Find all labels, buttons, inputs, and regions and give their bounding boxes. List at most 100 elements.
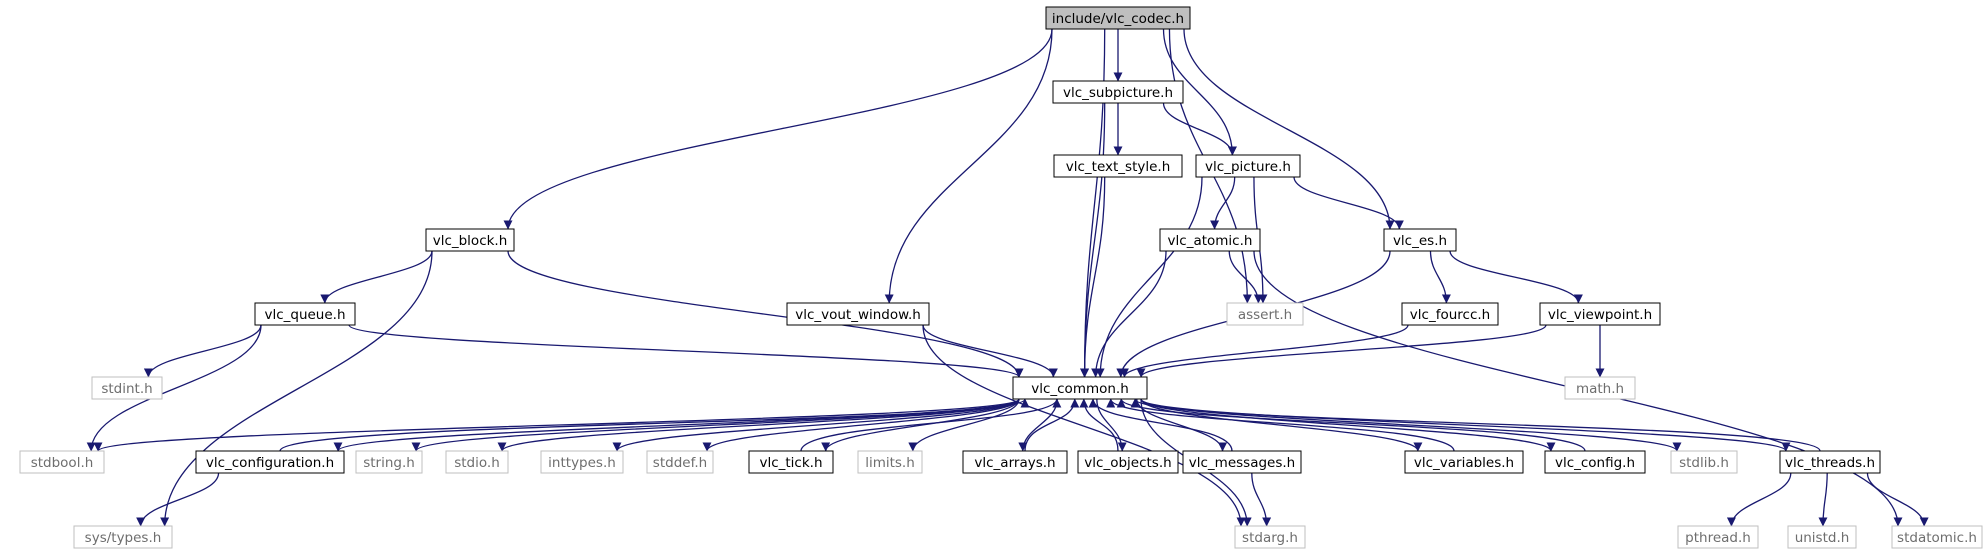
- node-label: stdbool.h: [31, 455, 94, 471]
- node-box: [962, 450, 1068, 474]
- edge-common-to-tick: [821, 398, 1020, 452]
- edge-block-to-queue: [320, 250, 433, 304]
- node-box: [1053, 154, 1183, 178]
- node-math: math.h: [1564, 376, 1636, 400]
- node-stdbool: stdbool.h: [19, 450, 105, 474]
- node-string: string.h: [355, 450, 423, 474]
- edge-common-to-threads: [1140, 398, 1791, 452]
- node-viewpoint[interactable]: vlc_viewpoint.h: [1539, 302, 1661, 326]
- edge-codec-to-picture: [1162, 28, 1237, 156]
- node-label: stddef.h: [653, 455, 707, 471]
- node-es[interactable]: vlc_es.h: [1383, 228, 1457, 252]
- node-inttypes: inttypes.h: [540, 450, 624, 474]
- node-block[interactable]: vlc_block.h: [425, 228, 515, 252]
- node-label: stdarg.h: [1242, 530, 1298, 546]
- node-label: unistd.h: [1795, 530, 1850, 546]
- node-label: limits.h: [865, 455, 915, 471]
- edge-common-to-stdio: [497, 398, 1020, 452]
- node-objects[interactable]: vlc_objects.h: [1077, 450, 1179, 474]
- edge-threads-to-common: [1130, 398, 1821, 452]
- edge-common-to-stdbool: [93, 398, 1020, 452]
- node-label: vlc_picture.h: [1205, 159, 1291, 175]
- node-label: math.h: [1576, 381, 1624, 397]
- node-arrays[interactable]: vlc_arrays.h: [962, 450, 1068, 474]
- edge-picture-to-common: [1095, 176, 1203, 378]
- edge-configuration-to-sys_types: [136, 472, 220, 527]
- node-box: [1677, 525, 1759, 549]
- node-box: [1159, 228, 1261, 252]
- node-label: vlc_text_style.h: [1066, 159, 1171, 175]
- node-codec[interactable]: include/vlc_codec.h: [1045, 6, 1191, 30]
- header-nodes: include/vlc_codec.h vlc_subpicture.h vlc_t…: [19, 6, 1983, 549]
- node-stdint: stdint.h: [91, 376, 163, 400]
- node-stdlib: stdlib.h: [1670, 450, 1738, 474]
- edge-common-to-inttypes: [612, 398, 1020, 452]
- edge-es-to-viewpoint: [1449, 250, 1583, 304]
- node-label: vlc_atomic.h: [1168, 233, 1253, 249]
- node-threads[interactable]: vlc_threads.h: [1779, 450, 1881, 474]
- node-label: vlc_viewpoint.h: [1548, 307, 1652, 323]
- node-messages[interactable]: vlc_messages.h: [1182, 450, 1302, 474]
- node-box: [195, 450, 345, 474]
- edge-tick-to-common: [800, 398, 1062, 452]
- node-box: [1670, 450, 1738, 474]
- node-configuration[interactable]: vlc_configuration.h: [195, 450, 345, 474]
- node-tick[interactable]: vlc_tick.h: [748, 450, 834, 474]
- edge-threads-to-pthread: [1726, 472, 1792, 527]
- node-box: [1779, 450, 1881, 474]
- edge-viewpoint-to-common: [1136, 324, 1547, 378]
- node-label: string.h: [363, 455, 415, 471]
- node-variables[interactable]: vlc_variables.h: [1404, 450, 1524, 474]
- node-unistd: unistd.h: [1787, 525, 1857, 549]
- edge-queue-to-stdint: [143, 324, 262, 378]
- node-label: sys/types.h: [85, 530, 162, 546]
- edge-variables-to-common: [1106, 398, 1455, 452]
- node-box: [1891, 525, 1983, 549]
- node-box: [91, 376, 163, 400]
- node-box: [1045, 6, 1191, 30]
- edge-codec-to-es: [1183, 28, 1395, 230]
- node-label: vlc_messages.h: [1189, 455, 1295, 471]
- node-box: [1052, 80, 1184, 104]
- edge-subpicture-to-common: [1080, 102, 1106, 378]
- node-fourcc[interactable]: vlc_fourcc.h: [1401, 302, 1499, 326]
- node-box: [857, 450, 923, 474]
- node-stdio: stdio.h: [445, 450, 509, 474]
- node-atomic[interactable]: vlc_atomic.h: [1159, 228, 1261, 252]
- node-config[interactable]: vlc_config.h: [1544, 450, 1646, 474]
- node-picture[interactable]: vlc_picture.h: [1195, 154, 1301, 178]
- node-label: vlc_threads.h: [1785, 455, 1875, 471]
- node-box: [1539, 302, 1661, 326]
- edge-queue-to-stdbool: [86, 324, 262, 452]
- edge-codec-to-vout_window: [884, 28, 1053, 304]
- node-common[interactable]: vlc_common.h: [1012, 376, 1148, 400]
- node-text-style[interactable]: vlc_text_style.h: [1053, 154, 1183, 178]
- edge-objects-to-common: [1079, 398, 1119, 452]
- node-queue[interactable]: vlc_queue.h: [254, 302, 356, 326]
- node-label: vlc_config.h: [1555, 455, 1635, 471]
- node-label: vlc_objects.h: [1084, 455, 1171, 471]
- node-box: [1012, 376, 1148, 400]
- node-label: vlc_vout_window.h: [795, 307, 921, 323]
- node-box: [1226, 302, 1304, 326]
- edge-common-to-stdlib: [1140, 398, 1682, 452]
- node-vout-window[interactable]: vlc_vout_window.h: [786, 302, 930, 326]
- node-label: vlc_variables.h: [1414, 455, 1514, 471]
- edge-es-to-fourcc: [1429, 250, 1451, 304]
- edge-common-to-limits: [908, 398, 1020, 452]
- node-box: [646, 450, 714, 474]
- node-sys-types: sys/types.h: [73, 525, 173, 549]
- node-label: vlc_arrays.h: [974, 455, 1055, 471]
- edge-picture-to-es: [1293, 176, 1404, 230]
- node-box: [254, 302, 356, 326]
- node-box: [540, 450, 624, 474]
- node-box: [748, 450, 834, 474]
- node-subpicture[interactable]: vlc_subpicture.h: [1052, 80, 1184, 104]
- node-box: [1195, 154, 1301, 178]
- node-label: pthread.h: [1685, 530, 1751, 546]
- node-label: stdio.h: [454, 455, 500, 471]
- node-box: [19, 450, 105, 474]
- node-box: [1182, 450, 1302, 474]
- node-box: [1404, 450, 1524, 474]
